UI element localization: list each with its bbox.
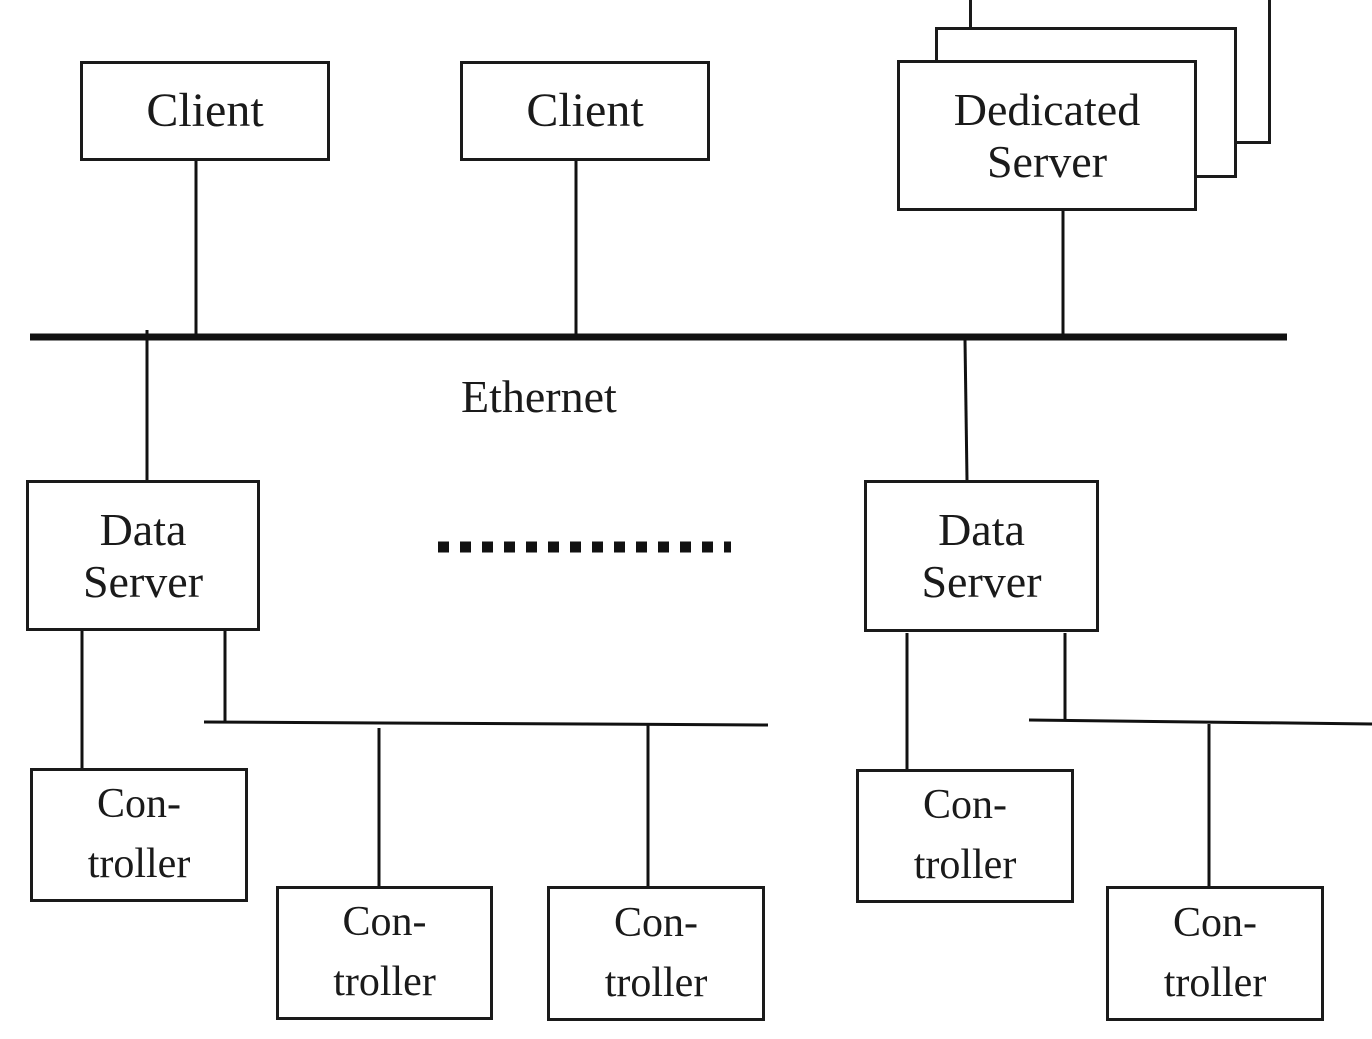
data-server-box: Data Server bbox=[864, 480, 1099, 632]
controller-line1: Con- bbox=[923, 782, 1007, 829]
dedicated-server-box: Dedicated Server bbox=[897, 60, 1197, 211]
data-server-line1: Data bbox=[99, 503, 187, 555]
client-label: Client bbox=[526, 84, 644, 138]
client-label: Client bbox=[146, 84, 264, 138]
data-server-line2: Server bbox=[82, 555, 204, 607]
dedicated-server-line2: Server bbox=[986, 135, 1108, 187]
ds2-subbus bbox=[1028, 718, 1372, 726]
data-server-line2: Server bbox=[921, 556, 1042, 607]
controller-box: Con- troller bbox=[1106, 886, 1324, 1021]
controller-box: Con- troller bbox=[30, 768, 248, 902]
controller-line2: troller bbox=[913, 842, 1017, 888]
controller-box: Con- troller bbox=[856, 769, 1074, 903]
ethernet-label: Ethernet bbox=[461, 371, 617, 422]
controller-line1: Con- bbox=[342, 899, 427, 946]
data-server-box: Data Server bbox=[26, 480, 260, 631]
client-box: Client bbox=[80, 61, 330, 161]
controller-box: Con- troller bbox=[547, 886, 765, 1021]
controller-line1: Con- bbox=[614, 899, 698, 946]
controller-line2: troller bbox=[87, 841, 191, 887]
ds1-subbus bbox=[203, 720, 769, 727]
controller-line2: troller bbox=[604, 959, 708, 1006]
data-server-2-link bbox=[963, 339, 969, 481]
client-box: Client bbox=[460, 61, 710, 161]
controller-line1: Con- bbox=[97, 781, 181, 828]
data-server-line1: Data bbox=[938, 504, 1025, 556]
controller-box: Con- troller bbox=[276, 886, 493, 1020]
dedicated-server-line1: Dedicated bbox=[953, 83, 1141, 135]
controller-line2: troller bbox=[1163, 959, 1267, 1006]
controller-line2: troller bbox=[333, 959, 436, 1005]
controller-line1: Con- bbox=[1173, 899, 1257, 946]
